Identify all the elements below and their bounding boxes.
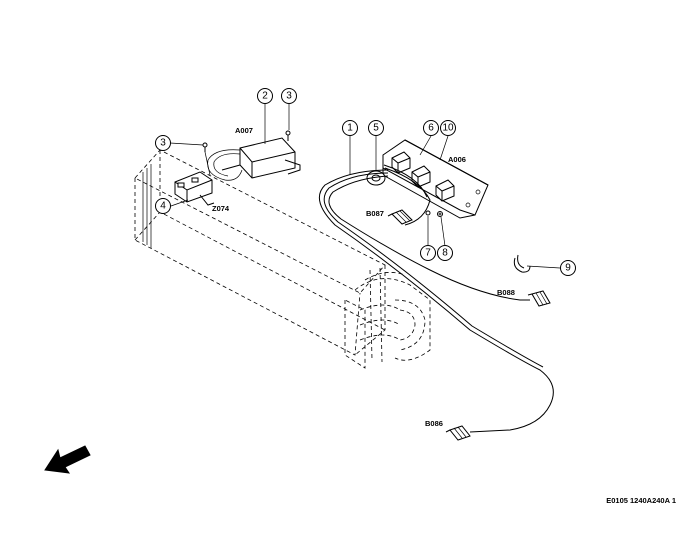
direction-arrow-icon [44,445,91,474]
svg-text:3: 3 [286,91,292,102]
sensor-b087 [387,209,413,225]
svg-text:1: 1 [347,123,353,134]
clip-part-9 [513,254,531,273]
svg-text:2: 2 [262,91,268,102]
wiring-harness [318,164,554,433]
callout-3-upper: 3 [281,88,297,104]
label-a007: A007 [235,126,253,135]
svg-text:7: 7 [425,248,431,259]
sensor-b086 [445,425,471,441]
svg-text:3: 3 [160,138,166,149]
nut-part-7 [425,210,431,216]
grommet [366,170,386,186]
label-b087: B087 [366,209,384,218]
svg-text:10: 10 [442,123,454,134]
callout-7: 7 [420,245,436,261]
screw-upper [285,130,291,141]
callout-6: 6 [423,120,439,136]
callout-5: 5 [368,120,384,136]
label-z074: Z074 [212,204,230,213]
svg-text:6: 6 [428,123,434,134]
svg-text:8: 8 [442,248,448,259]
callout-8: 8 [437,245,453,261]
label-a006: A006 [448,155,466,164]
callout-3-left: 3 [155,135,171,151]
svg-text:4: 4 [160,201,166,212]
callout-10: 10 [440,120,456,136]
reference-code: E0105 1240A240A 1 [606,496,676,505]
label-b086: B086 [425,419,443,428]
svg-text:9: 9 [565,263,571,274]
screw-left [202,142,208,152]
module-a007 [207,137,301,181]
leader-lines [169,104,561,269]
svg-text:5: 5 [373,123,379,134]
control-panel-a006 [382,139,489,219]
callout-2: 2 [257,88,273,104]
washer-part-8 [437,211,443,217]
relay-z074 [174,151,215,206]
callout-4: 4 [155,198,171,214]
callout-1: 1 [342,120,358,136]
label-b088: B088 [497,288,515,297]
callout-9: 9 [560,260,576,276]
sensor-b088 [527,290,551,307]
